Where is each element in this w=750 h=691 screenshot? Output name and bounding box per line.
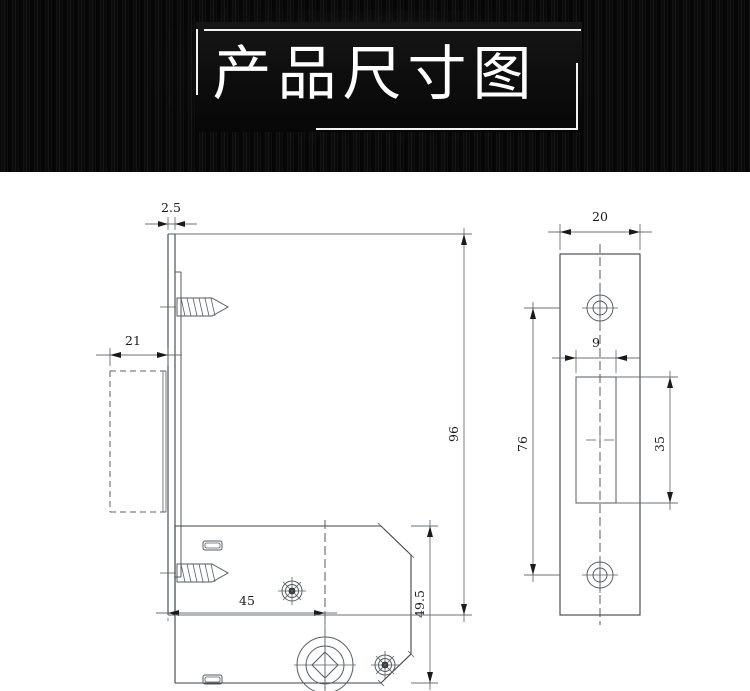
latch-slot (575, 376, 617, 504)
page-title: 产品尺寸图 (212, 39, 538, 108)
dimension-label-96: 96 (446, 426, 461, 442)
dimension-label-2_5: 2.5 (161, 200, 181, 215)
mounting-screw-hole-upper (278, 577, 306, 605)
dimension-label-9: 9 (592, 335, 600, 350)
lock-body-outline (174, 522, 415, 687)
dimension-label-35: 35 (652, 436, 667, 452)
body-slot-top (202, 540, 223, 551)
dimension-76: 76 (515, 302, 560, 582)
dimension-21: 21 (96, 333, 182, 366)
dimension-2_5: 2.5 (145, 200, 197, 230)
plate-screw-hole-top (582, 290, 618, 326)
technical-drawing: 2.5 21 45 49.5 (0, 172, 750, 691)
front-view: 2.5 21 45 49.5 (96, 200, 472, 691)
body-slot-bottom (202, 674, 223, 685)
drawing-canvas: 2.5 21 45 49.5 (96, 200, 678, 691)
wood-screw-top (160, 297, 230, 317)
dimension-49_5: 49.5 (411, 520, 438, 690)
dimension-20: 20 (548, 209, 652, 250)
banner-inner-panel (196, 22, 582, 132)
dimension-label-21: 21 (125, 333, 141, 348)
dimension-35: 35 (616, 371, 678, 510)
dimension-label-45: 45 (239, 593, 255, 608)
dimension-label-76: 76 (515, 436, 530, 452)
wood-screw-bottom (160, 563, 230, 583)
side-view: 20 9 76 35 (515, 209, 678, 625)
banner-bracket-bottom-right (170, 63, 578, 130)
banner-bracket-top-left (196, 29, 581, 95)
plate-screw-hole-bottom (582, 557, 618, 593)
page-banner: 产品尺寸图 (0, 0, 750, 172)
dimension-45: 45 (156, 593, 337, 687)
dimension-label-49_5: 49.5 (412, 590, 427, 618)
mounting-screw-hole-lower (371, 651, 399, 679)
latch-hidden-outline (109, 370, 168, 513)
dimension-label-20: 20 (592, 209, 608, 224)
dimension-96: 96 (175, 228, 472, 622)
dimension-9: 9 (552, 335, 640, 373)
